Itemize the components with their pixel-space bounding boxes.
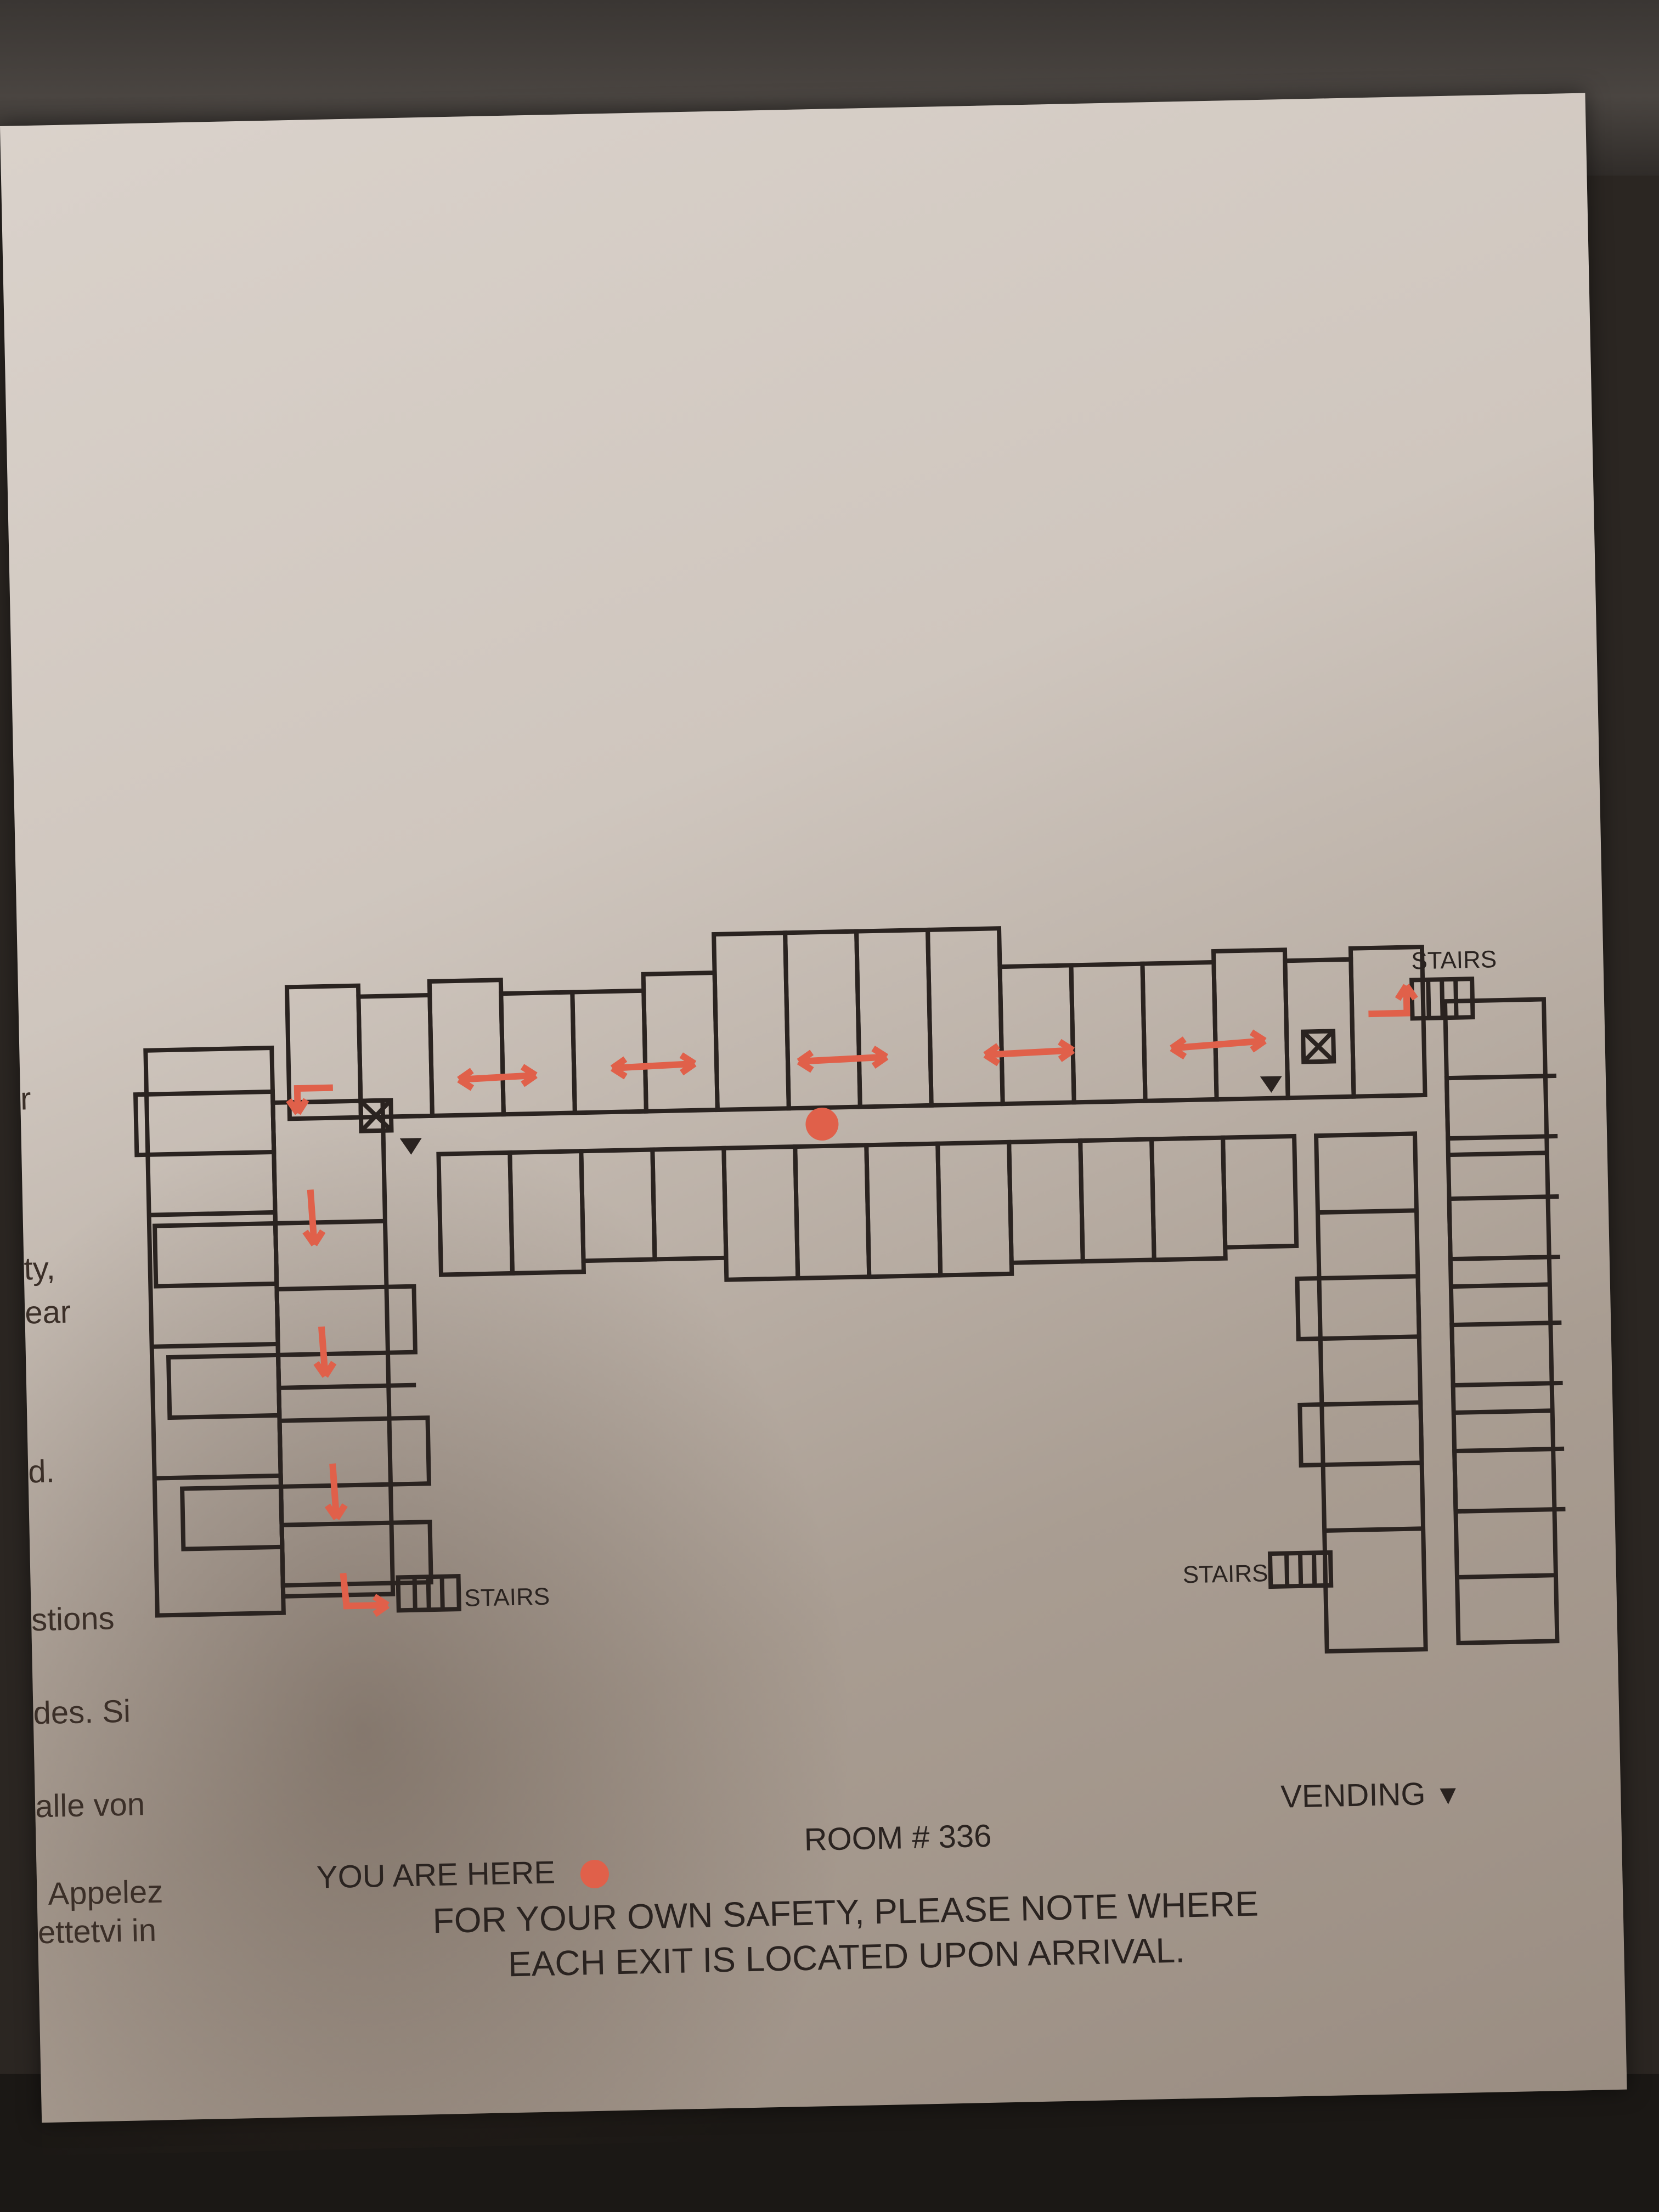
margin-fragment: des. Si (32, 1693, 131, 1731)
margin-fragment: d. (27, 1453, 55, 1490)
you-are-here-legend: YOU ARE HERE (316, 1853, 610, 1895)
safety-notice: FOR YOUR OWN SAFETY, PLEASE NOTE WHERE E… (432, 1883, 1260, 1986)
vending-legend-icon: ▼ (1434, 1779, 1462, 1810)
stairs-south-east: STAIRS (1182, 1550, 1334, 1589)
left-wing (133, 1045, 433, 1618)
vending-label: VENDING (1280, 1776, 1426, 1815)
stairs-label: STAIRS (1182, 1560, 1268, 1588)
margin-fragment: ear (24, 1294, 71, 1331)
stairs-label: STAIRS (464, 1583, 550, 1612)
stairs-south-west: STAIRS (396, 1573, 550, 1613)
floor-plan: STAIRS STAIRS STAIRS (133, 926, 1569, 1654)
margin-fragment: Appelez (47, 1874, 163, 1912)
evacuation-route (286, 984, 1418, 1617)
you-are-here-legend-icon (580, 1859, 610, 1889)
you-are-here-label: YOU ARE HERE (316, 1854, 556, 1895)
you-are-here-dot (805, 1108, 839, 1141)
evacuation-map-card: r ty, ear d. stions des. Si alle von App… (0, 93, 1627, 2156)
margin-fragment: r (20, 1081, 32, 1117)
stairs-north-east: STAIRS (1409, 946, 1497, 1021)
margin-fragment: ettetvi in (37, 1912, 157, 1951)
margin-fragment: ty, (23, 1250, 56, 1287)
margin-fragment: alle von (35, 1786, 145, 1825)
vending-marker-east (1260, 1076, 1282, 1093)
vending-marker-west (399, 1138, 422, 1155)
elevator-east (1301, 1029, 1336, 1064)
right-wing (1295, 997, 1569, 1654)
margin-fragment: stions (31, 1600, 115, 1638)
stairs-label: STAIRS (1411, 946, 1497, 974)
elevator-west (358, 1098, 394, 1133)
vending-legend: VENDING ▼ (1280, 1775, 1462, 1815)
room-number: ROOM # 336 (804, 1818, 992, 1858)
north-wing (284, 926, 1427, 1282)
